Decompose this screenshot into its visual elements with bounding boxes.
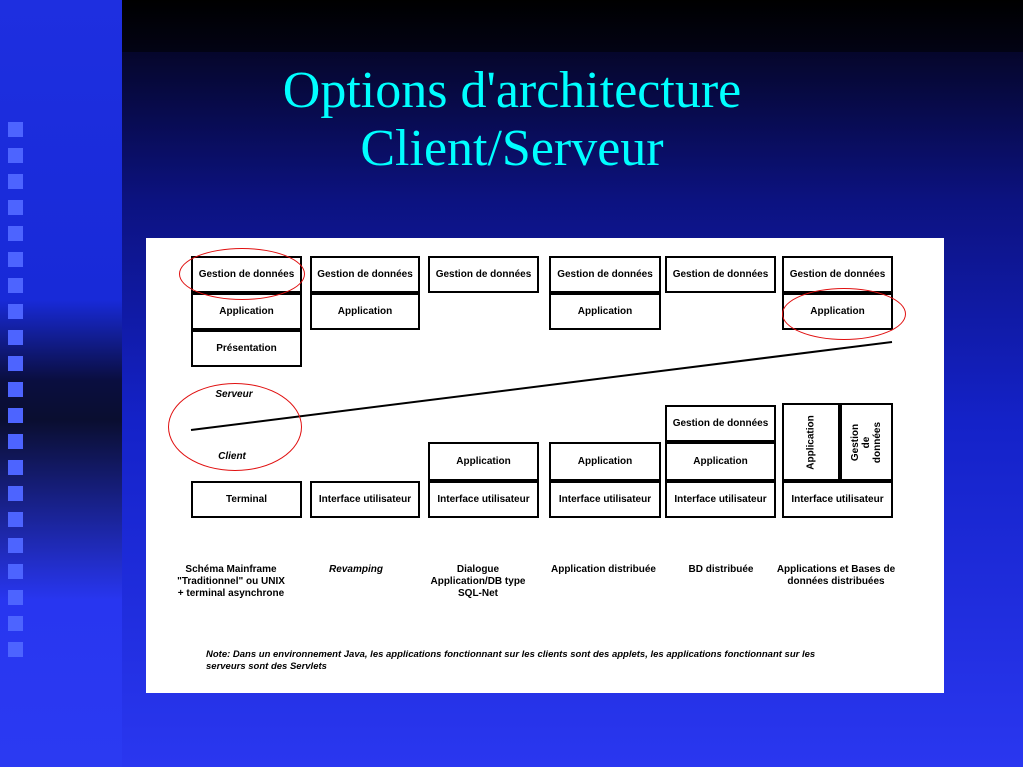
column-caption: Applications et Bases de données distrib… xyxy=(776,564,896,587)
box-terminal: Terminal xyxy=(191,481,302,518)
box-interface: Interface utilisateur xyxy=(310,481,420,518)
bullet-square xyxy=(8,304,23,319)
highlight-ellipse xyxy=(179,248,305,300)
bullet-square xyxy=(8,226,23,241)
bullet-square xyxy=(8,122,23,137)
box-gestion: Gestion de données xyxy=(665,256,776,293)
bullet-square xyxy=(8,512,23,527)
title-line-2: Client/Serveur xyxy=(360,120,664,177)
top-dark-bar xyxy=(122,0,1023,52)
bullet-square xyxy=(8,200,23,215)
box-application: Application xyxy=(549,293,661,330)
bullet-square xyxy=(8,590,23,605)
highlight-ellipse xyxy=(782,288,906,340)
box-gestion: Gestion de données xyxy=(665,405,776,442)
bullet-square xyxy=(8,252,23,267)
box-application: Application xyxy=(665,442,776,481)
slide-title: Options d'architecture Client/Serveur xyxy=(122,62,902,178)
bullet-square xyxy=(8,564,23,579)
column-caption: BD distribuée xyxy=(688,564,754,575)
column-caption: Dialogue Application/DB type SQL-Net xyxy=(430,564,526,599)
bullet-square xyxy=(8,434,23,449)
box-interface: Interface utilisateur xyxy=(665,481,776,518)
bullet-square xyxy=(8,330,23,345)
architecture-diagram: Gestion de données Application Présentat… xyxy=(146,238,944,693)
column-caption: Schéma Mainframe "Traditionnel" ou UNIX … xyxy=(177,564,285,599)
title-line-1: Options d'architecture xyxy=(282,62,742,119)
bullet-square xyxy=(8,486,23,501)
bullet-square xyxy=(8,356,23,371)
left-decorative-strip xyxy=(0,0,122,767)
server-client-divider xyxy=(190,341,893,431)
box-interface: Interface utilisateur xyxy=(782,481,893,518)
bullet-square xyxy=(8,148,23,163)
box-gestion: Gestion de données xyxy=(428,256,539,293)
column-caption: Revamping xyxy=(329,564,383,575)
box-gestion: Gestion de données xyxy=(549,256,661,293)
bullet-square xyxy=(8,382,23,397)
box-interface: Interface utilisateur xyxy=(549,481,661,518)
diagram-note: Note: Dans un environnement Java, les ap… xyxy=(206,649,816,672)
box-interface: Interface utilisateur xyxy=(428,481,539,518)
box-application: Application xyxy=(310,293,420,330)
box-gestion-vertical: Gestion de données xyxy=(840,403,893,481)
bullet-square xyxy=(8,278,23,293)
bullet-square xyxy=(8,174,23,189)
bullet-square xyxy=(8,616,23,631)
box-application: Application xyxy=(428,442,539,481)
bullet-square xyxy=(8,408,23,423)
highlight-ellipse xyxy=(168,383,302,471)
bullet-square xyxy=(8,538,23,553)
box-gestion: Gestion de données xyxy=(310,256,420,293)
box-gestion: Gestion de données xyxy=(782,256,893,293)
bullet-square xyxy=(8,460,23,475)
box-presentation: Présentation xyxy=(191,330,302,367)
box-application-vertical: Application xyxy=(782,403,840,481)
box-application: Application xyxy=(549,442,661,481)
bullet-square xyxy=(8,642,23,657)
column-caption: Application distribuée xyxy=(550,564,656,575)
